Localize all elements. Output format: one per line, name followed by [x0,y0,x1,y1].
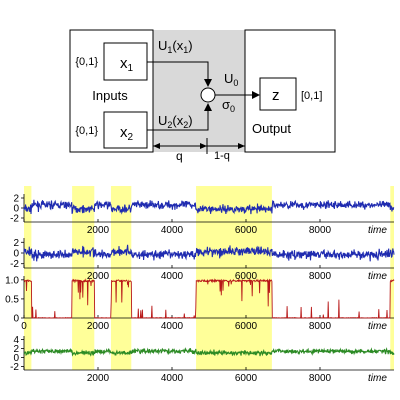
span-q-arrow-right [200,143,207,149]
x-tick-label: 2000 [87,373,110,384]
u2-label: U2(x2) [158,113,193,130]
highlight-band [196,186,272,370]
edge-x2 [147,110,209,131]
x-axis-label: time [368,373,387,384]
y-tick-label: 0.5 [5,294,19,305]
x-axis-label: time [368,225,387,236]
x-tick-label: 6000 [235,271,258,282]
x-tick-label: 6000 [235,225,258,236]
u0-label: U0 [224,71,238,88]
output-label: Output [252,121,291,136]
x-tick-label: 6000 [235,373,258,384]
y-tick-label: 2 [13,238,19,249]
z-node-box [259,77,297,111]
highlight-band [110,186,132,370]
y-tick-label: 0 [13,204,19,215]
x2-node-label: x2 [120,124,134,143]
z-domain: [0,1] [301,90,322,102]
y-tick-label: 1.0 [5,275,19,286]
x1-node-box [103,42,148,81]
series-line [23,347,395,357]
highlight-band [72,186,95,370]
x-tick-label: 4000 [161,271,184,282]
highlight-bands [24,186,394,370]
x-tick-label: 8000 [309,225,332,236]
z-node-label: z [272,87,280,104]
y-tick-label: -2 [10,259,19,270]
inputs-label: Inputs [92,88,128,103]
y-tick-label: 0 [13,353,19,364]
y-tick-label: -2 [10,362,19,373]
x-tick-label: 4000 [161,321,184,332]
x-tick-label: 8000 [309,321,332,332]
x2-domain: {0,1} [75,125,98,137]
x-tick-label: 8000 [309,271,332,282]
x-tick-label: 2000 [87,225,110,236]
chart-panel-1: 20-2 2000 4000 6000 8000 time [10,194,395,236]
x-tick-label: 4000 [161,225,184,236]
edge-x2-arrowhead [204,103,212,111]
combiner-node [200,87,216,103]
x-tick-label: 4000 [161,373,184,384]
sigma0-label: σ0 [222,97,235,114]
edge-combiner-arrowhead [252,91,260,99]
shaded-region [153,30,245,152]
chart-panel-2: 20-2 2000 4000 6000 8000 time [10,238,395,282]
y-tick-label: 0 [13,249,19,260]
highlight-band [390,186,394,370]
x-axis-label: time [368,321,387,332]
span-q-label: q [176,149,183,163]
span-1mq-arrow-right [238,143,245,149]
diagram: x1 {0,1} x2 {0,1} Inputs U1(x1) U2(x2) U… [69,29,336,163]
chart-panel-4: 420-2 2000 4000 6000 8000 time [10,335,395,384]
x-tick-label: 8000 [309,373,332,384]
y-tick-label: 4 [13,335,19,346]
x-tick-label: 0 [21,321,27,332]
highlight-band [24,186,32,370]
series-line [23,244,395,262]
edge-x1-arrowhead [204,79,212,87]
x-tick-label: 2000 [87,271,110,282]
inputs-box [69,29,154,153]
x-tick-label: 6000 [235,321,258,332]
y-tick-label: -2 [10,214,19,225]
x-tick-label: 2000 [87,321,110,332]
y-tick-label: 0 [13,314,19,325]
edge-x1 [147,61,209,80]
series-line [23,199,395,215]
x2-node-box [103,111,148,149]
u1-label: U1(x1) [158,38,193,55]
x1-domain: {0,1} [75,56,98,68]
x-axis-label: time [368,271,387,282]
span-1mq-label: 1-q [214,150,230,162]
span-q-arrow-left [153,143,160,149]
y-tick-label: 2 [13,194,19,205]
x1-node-label: x1 [120,55,134,74]
series-line [23,278,395,319]
y-tick-label: 2 [13,344,19,355]
chart-panel-3: 1.0 0.5 00 2000 4000 6000 8000 time [5,275,395,332]
